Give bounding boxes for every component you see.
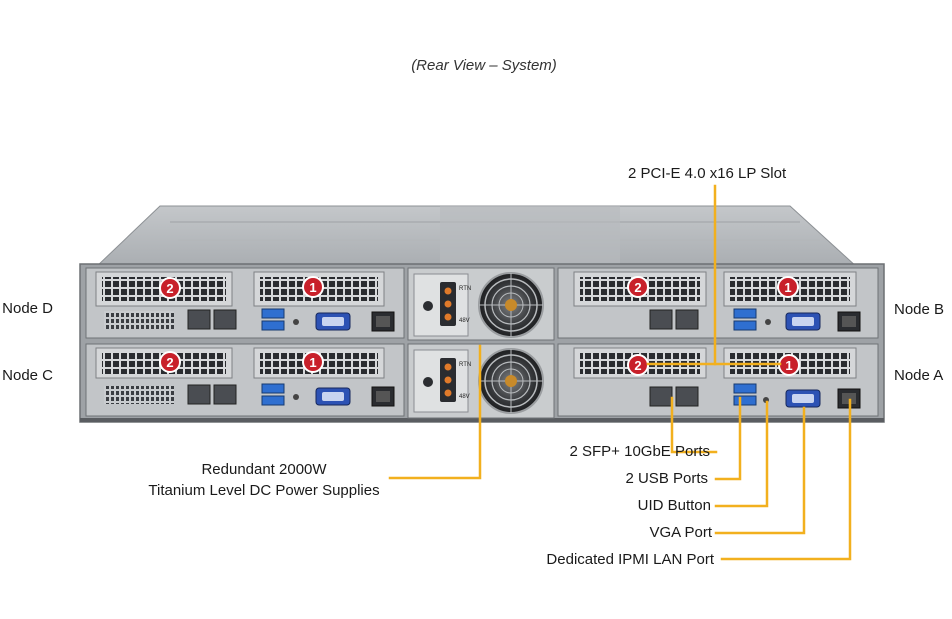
pcie-slot-label: 2 PCI-E 4.0 x16 LP Slot: [628, 165, 787, 182]
page-title: (Rear View – System): [411, 57, 557, 74]
node-a-slot-1-badge: 1: [778, 354, 800, 376]
ipmi-lan-port-label: Dedicated IPMI LAN Port: [546, 551, 714, 568]
psu-48v-mark: 48V: [459, 394, 470, 400]
node-c-module: [85, 343, 405, 417]
psu-rtn-mark: RTN: [459, 286, 471, 292]
power-supply-top: RTN 48V: [407, 267, 555, 341]
node-d-module: [85, 267, 405, 339]
node-a-module: [557, 343, 879, 417]
psu-48v-mark: 48V: [459, 318, 470, 324]
node-d-label: Node D: [2, 300, 53, 317]
psu-leader: [388, 344, 482, 480]
vga-leader: [714, 406, 806, 535]
uid-button-label: UID Button: [637, 497, 711, 514]
uid-leader: [714, 400, 769, 508]
node-c-slot-1-badge: 1: [302, 351, 324, 373]
node-d-slot-2-badge: 2: [159, 277, 181, 299]
svg-text:2: 2: [634, 280, 641, 295]
svg-text:1: 1: [309, 280, 316, 295]
ipmi-leader: [720, 398, 852, 561]
psu-rtn-mark: RTN: [459, 362, 471, 368]
svg-text:2: 2: [634, 358, 641, 373]
sfp-leader: [670, 396, 718, 454]
svg-text:2: 2: [166, 281, 173, 296]
psu-label-line-1: Redundant 2000W: [201, 461, 327, 478]
power-supply-bottom: RTN 48V: [407, 343, 555, 419]
svg-text:2: 2: [166, 355, 173, 370]
node-a-label: Node A: [894, 367, 944, 384]
node-b-slot-1-badge: 1: [777, 276, 799, 298]
node-c-label: Node C: [2, 367, 53, 384]
node-b-slot-2-badge: 2: [627, 276, 649, 298]
node-b-module: [557, 267, 879, 339]
sfp-ports-label: 2 SFP+ 10GbE Ports: [569, 443, 711, 460]
node-a-slot-2-badge: 2: [627, 354, 649, 376]
vga-port-label: VGA Port: [649, 524, 712, 541]
leader-lines: [388, 184, 852, 561]
node-c-slot-2-badge: 2: [159, 351, 181, 373]
node-d-slot-1-badge: 1: [302, 276, 324, 298]
psu-label-line-2: Titanium Level DC Power Supplies: [148, 482, 380, 499]
svg-text:1: 1: [309, 355, 316, 370]
svg-text:1: 1: [784, 280, 791, 295]
slot-badges: 2 1 2 1 2 1 2 1: [159, 276, 800, 376]
node-b-label: Node B: [894, 301, 945, 318]
usb-leader: [714, 396, 742, 481]
usb-ports-label: 2 USB Ports: [625, 470, 708, 487]
svg-text:1: 1: [785, 358, 792, 373]
